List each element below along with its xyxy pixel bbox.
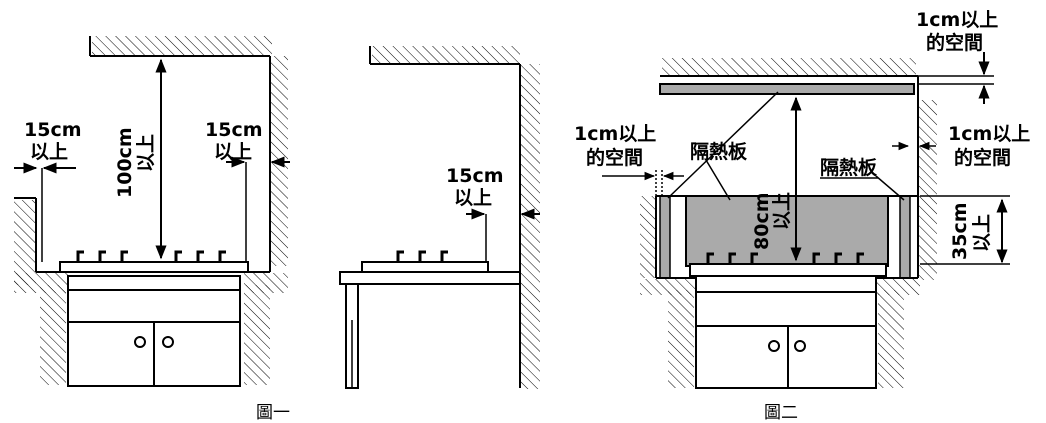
fig2-top-gap-line1: 1cm以上 xyxy=(916,9,998,31)
fig2-burners xyxy=(706,252,864,264)
fig2-right-board xyxy=(899,195,911,279)
fig1-left-value: 15cm xyxy=(24,119,82,141)
fig2-left-gap-line1: 1cm以上 xyxy=(574,123,656,145)
fig1b-counter xyxy=(339,271,521,285)
fig1-ceiling-hatch xyxy=(92,36,272,56)
fig1-burners xyxy=(76,250,226,262)
fig2-top-board xyxy=(659,83,915,95)
fig2-cabinet xyxy=(695,275,877,389)
fig2-insulation-left: 隔熱板 xyxy=(690,140,748,163)
fig1-right-value: 15cm xyxy=(205,119,263,141)
fig2-height-suffix: 以上 xyxy=(771,192,793,230)
figure1b-scene: 15cm 以上 xyxy=(339,46,540,389)
fig2-height-value: 80cm xyxy=(751,192,773,250)
fig1-lower-left-hatch xyxy=(40,285,66,385)
fig1-left-suffix: 以上 xyxy=(30,141,68,163)
fig2-caption: 圖二 xyxy=(764,403,798,423)
fig2-lower-right-hatch xyxy=(878,290,904,388)
fig2-right-gap-line2: 的空間 xyxy=(954,146,1011,169)
fig1-left-wall-hatch xyxy=(14,200,36,285)
fig1b-suffix: 以上 xyxy=(454,187,492,209)
fig2-ceiling-hatch xyxy=(662,58,916,76)
fig1b-value: 15cm xyxy=(446,165,504,187)
fig2-panel-value: 35cm xyxy=(949,202,971,260)
figure2-scene: 1cm以上 的空間 1cm以上 的空間 1cm以上 的空間 隔熱板 隔熱板 80… xyxy=(574,9,1030,423)
fig2-top-gap-line2: 的空間 xyxy=(926,31,983,54)
fig2-panel-suffix: 以上 xyxy=(971,214,993,252)
fig1-top-value: 100cm xyxy=(114,127,136,198)
fig2-insulation-right: 隔熱板 xyxy=(820,156,878,179)
fig2-lower-left-hatch xyxy=(668,290,694,388)
fig2-right-gap-line1: 1cm以上 xyxy=(948,123,1030,145)
fig2-stove xyxy=(689,263,887,277)
fig1-lower-right-hatch xyxy=(244,285,270,385)
fig1b-ceiling-hatch xyxy=(372,46,520,64)
fig2-leader-left xyxy=(705,159,731,201)
fig2-leader-right xyxy=(875,175,905,201)
fig2-knob-right xyxy=(794,340,806,352)
fig2-leader-top xyxy=(667,91,779,199)
fig2-left-wall-hatch xyxy=(640,196,656,278)
fig1b-stove xyxy=(361,261,489,273)
fig2-back-board xyxy=(685,195,889,267)
fig1-knob-right xyxy=(162,336,174,348)
fig2-left-board xyxy=(659,195,671,279)
fig1-caption: 圖一 xyxy=(256,403,290,423)
fig1-top-suffix: 以上 xyxy=(135,134,157,172)
fig1b-wall-hatch xyxy=(520,64,540,389)
fig1-stove xyxy=(59,261,249,273)
fig2-knob-left xyxy=(768,340,780,352)
fig1-knob-left xyxy=(134,336,146,348)
fig1b-burners xyxy=(396,250,448,262)
fig1-right-suffix: 以上 xyxy=(214,141,252,163)
figure1-scene: 15cm 以上 15cm 以上 100cm 以上 圖一 xyxy=(14,36,290,423)
fig2-right-wall-hatch xyxy=(919,100,937,280)
fig2-left-gap-line2: 的空間 xyxy=(586,146,643,169)
